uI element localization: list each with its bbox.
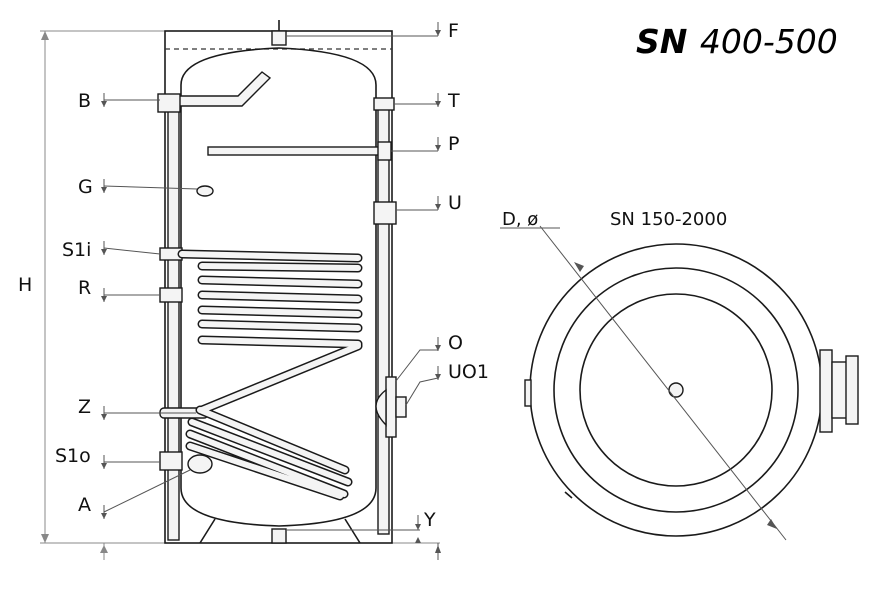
label-P: P (448, 133, 459, 155)
left-callouts (101, 93, 198, 519)
label-Y: Y (423, 509, 436, 531)
model-title-bold: SN (636, 22, 687, 61)
label-U: U (448, 192, 462, 214)
label-Z: Z (78, 396, 91, 418)
label-H: H (18, 274, 32, 296)
label-T: T (447, 90, 460, 112)
height-dimension (40, 30, 440, 560)
label-G: G (78, 176, 93, 198)
heating-coil (177, 249, 363, 501)
tank-side-view (157, 20, 407, 544)
label-UO1: UO1 (448, 361, 489, 383)
label-O: O (448, 332, 463, 354)
label-S1o: S1o (55, 445, 91, 467)
label-F: F (448, 20, 459, 42)
model-title-range: 400-500 (700, 22, 838, 61)
tank-top-view (500, 225, 859, 541)
right-callouts (286, 22, 441, 560)
diameter-label: D, ø (502, 209, 538, 230)
model-title: SN 400-500 (636, 22, 838, 61)
label-S1i: S1i (62, 239, 91, 261)
label-A: A (78, 494, 91, 516)
label-B: B (78, 90, 91, 112)
series-label: SN 150-2000 (610, 209, 727, 230)
label-R: R (78, 277, 91, 299)
